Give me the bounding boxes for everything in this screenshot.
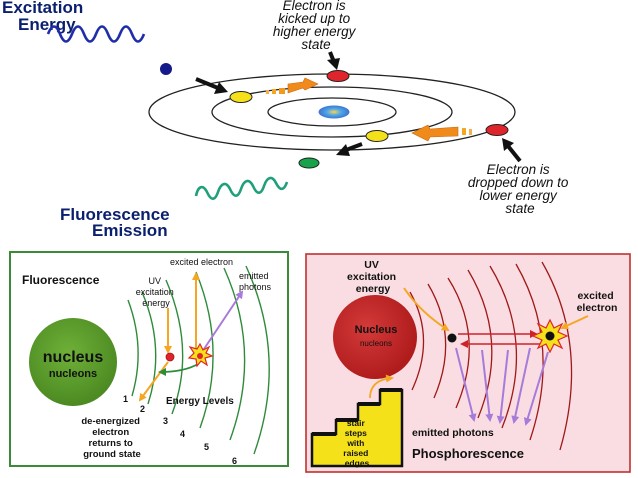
orbit-middle	[211, 86, 453, 138]
emitted-line2: photons	[239, 282, 272, 292]
de-energized-caption: de-energized electron returns to ground …	[81, 416, 142, 460]
level-number-5: 5	[204, 442, 209, 452]
dropped-down-caption: Electron is dropped down to lower energy…	[468, 162, 572, 216]
deenergized-line3: returns to	[89, 438, 134, 449]
fluorescence-panel: nucleus nucleons Fluorescence excited el…	[9, 251, 289, 467]
deenergized-line1: de-energized	[81, 416, 140, 427]
pointer-arrow-excitation	[195, 77, 228, 94]
electron-high-state	[326, 70, 350, 82]
fluorescence-line1: Fluorescence	[60, 205, 170, 224]
phosphorescence-excited-line1: excited	[577, 290, 613, 302]
kicked-line3: higher energy	[273, 24, 357, 39]
phosphorescence-excited-line2: electron	[577, 302, 618, 314]
deenergized-line4: ground state	[83, 449, 141, 460]
fluorescence-uv-line2: excitation	[136, 287, 174, 297]
phosphorescence-excited-label: excited electron	[577, 290, 618, 314]
decay-arrow	[411, 124, 472, 142]
electron-outer-right	[485, 124, 509, 136]
kicked-line4: state	[301, 37, 330, 52]
phosphorescence-orbit-arcs	[409, 261, 573, 451]
stair-line2: steps	[345, 428, 367, 438]
electron-ground-left	[229, 91, 253, 103]
phosphorescence-nucleus-label: Nucleus	[355, 324, 398, 336]
excited-electron-label: excited electron	[170, 257, 233, 267]
excitation-line1: Excitation	[2, 0, 83, 17]
dropped-line1: Electron is	[487, 162, 550, 177]
fluorescence-emission-title: Fluorescence Emission	[60, 205, 174, 240]
photon-arrow-3	[496, 349, 509, 424]
dropped-line2: dropped down to	[468, 175, 569, 190]
fluorescence-nucleus-label: nucleus	[43, 349, 104, 366]
phosphorescence-emitted-photons-label: emitted photons	[412, 427, 494, 439]
excitation-arrow	[266, 77, 319, 94]
phosphorescence-nucleus	[333, 295, 417, 379]
emitted-photon	[298, 157, 320, 169]
emission-wave	[194, 176, 289, 200]
dropped-line4: state	[505, 201, 534, 216]
phosphorescence-uv-line2: excitation	[347, 271, 396, 283]
staircase-arrow	[369, 374, 394, 399]
level-number-6: 6	[232, 456, 237, 466]
fluorescence-nucleons-label: nucleons	[49, 368, 97, 380]
stair-line1: stair	[347, 418, 366, 428]
phosphorescence-excited-electron	[545, 331, 555, 341]
level-number-1: 1	[123, 394, 128, 404]
top-atom-section: Excitation Energy	[2, 0, 572, 240]
pointer-arrow-emission	[336, 142, 363, 156]
photon-arrow-5	[523, 351, 549, 426]
fluorescence-panel-title: Fluorescence	[22, 273, 100, 287]
phosphorescence-uv-label: UV excitation energy	[347, 259, 399, 295]
phosphorescence-photon-arrows	[455, 347, 549, 426]
fluorescence-uv-label: UV excitation energy	[136, 276, 177, 308]
staircase-edges	[312, 388, 402, 436]
stair-steps-caption: stair steps with raised edges	[343, 418, 370, 468]
pointer-arrow-dropped	[502, 138, 522, 163]
kicked-line1: Electron is	[283, 0, 346, 13]
incoming-photon	[160, 63, 172, 75]
excitation-wave	[46, 25, 146, 43]
phosphorescence-panel-title: Phosphorescence	[412, 446, 524, 461]
photon-arrow-2	[481, 349, 494, 422]
fluorescence-ground-electron	[165, 352, 175, 362]
energy-levels-label: Energy Levels	[166, 396, 234, 407]
stair-line3: with	[346, 438, 364, 448]
phosphorescence-ground-electron	[447, 333, 457, 343]
pointer-arrow-kicked	[327, 51, 340, 70]
stair-line5: edges	[345, 458, 370, 468]
phosphorescence-panel: Nucleus nucleons UV excitation energy ex…	[305, 253, 631, 473]
photon-arrow-1	[455, 347, 477, 422]
excitation-line2: Energy	[18, 15, 76, 34]
kicked-up-caption: Electron is kicked up to higher energy s…	[273, 0, 359, 52]
level-number-2: 2	[140, 404, 145, 414]
dropped-line3: lower energy	[479, 188, 558, 203]
stair-line4: raised	[343, 448, 368, 458]
excited-pointer-arrow	[560, 315, 589, 330]
de-excitation-arrow	[158, 363, 199, 376]
kicked-line2: kicked up to	[278, 11, 351, 26]
staircase-illustration	[310, 374, 404, 468]
phosphorescence-uv-line3: energy	[356, 283, 391, 295]
orbit-inner	[267, 97, 397, 127]
photon-arrow-4	[511, 347, 531, 424]
level-number-4: 4	[180, 429, 185, 439]
phosphorescence-nucleons-label: nucleons	[360, 339, 392, 348]
fluorescence-line2: Emission	[92, 221, 168, 240]
energy-level-arcs	[127, 265, 270, 455]
fluorescence-uv-line3: energy	[142, 298, 170, 308]
emitted-line1: emitted	[239, 271, 269, 281]
electron-ground-right	[365, 130, 389, 142]
emitted-photons-label: emitted photons	[239, 271, 272, 292]
phosphorescence-uv-line1: UV	[364, 259, 379, 271]
level-number-3: 3	[163, 416, 168, 426]
fluorescence-nucleus	[29, 318, 117, 406]
phosphorescence-uv-arrow	[403, 287, 450, 332]
top-nucleus	[317, 104, 351, 120]
photon-arrow	[201, 290, 244, 353]
fluorescence-excited-electron	[197, 353, 203, 359]
deenergized-line2: electron	[92, 427, 129, 438]
excitation-energy-title: Excitation Energy	[2, 0, 88, 34]
fluorescence-uv-line1: UV	[148, 276, 161, 286]
